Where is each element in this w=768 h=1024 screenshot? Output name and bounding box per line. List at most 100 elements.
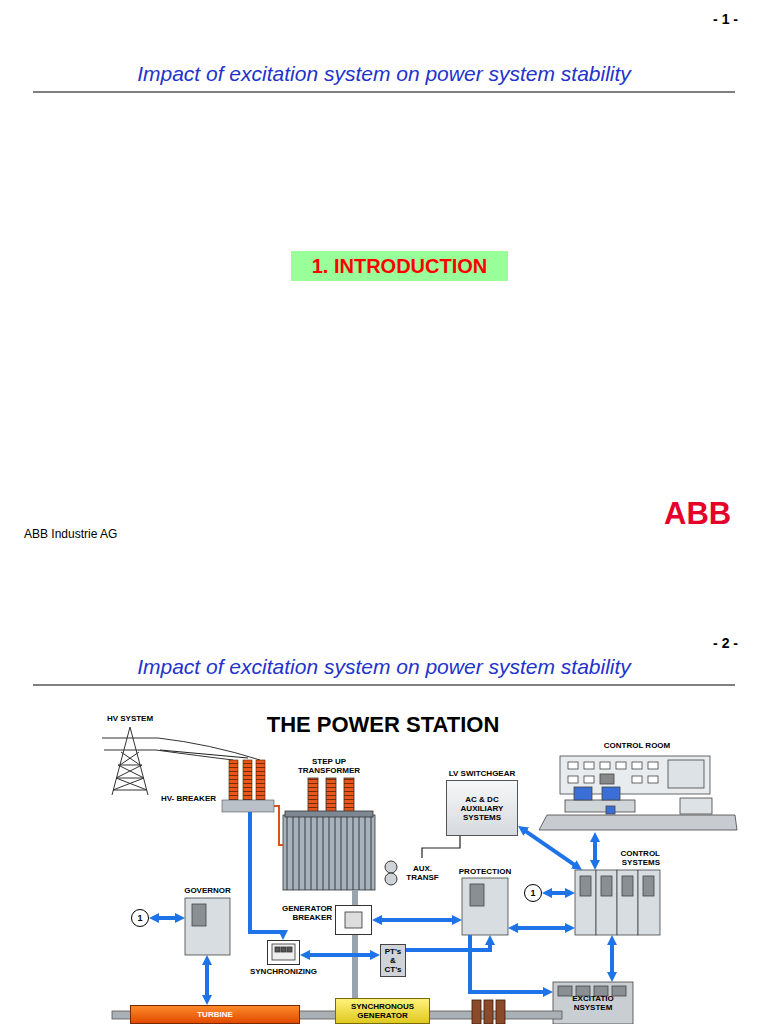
control-room [600, 774, 614, 784]
shape-label: CONTROL ROOM [604, 741, 671, 750]
signal-arrow [378, 918, 456, 922]
cabinet [601, 876, 612, 896]
box-text: 1 [137, 914, 142, 923]
control-room [680, 798, 712, 814]
control-room [539, 756, 737, 830]
transmission-tower [156, 738, 260, 760]
control-room [668, 760, 704, 788]
header-rule [33, 92, 735, 93]
exciter [472, 1000, 481, 1024]
aux-transformer-coil [385, 873, 397, 885]
transmission-tower [102, 727, 158, 795]
signal-arrow [593, 838, 597, 864]
breaker-symbol [345, 912, 362, 928]
cabinet [470, 884, 484, 906]
breaker-symbol [272, 944, 295, 960]
control-room [539, 815, 737, 830]
box-text: 1 [530, 889, 535, 898]
cabinet [575, 870, 596, 935]
shape-label: CONTROL SYSTEMS [610, 849, 660, 867]
box-text: AUX. TRANSF [400, 864, 445, 882]
control-room [648, 762, 658, 769]
page-number: - 2 - [680, 636, 738, 651]
conductor-line [274, 806, 283, 845]
hv-breaker-insulators [243, 760, 252, 800]
control-room [584, 776, 594, 783]
transformer [326, 778, 336, 814]
page-number: - 1 - [680, 12, 738, 27]
cabinet [638, 870, 660, 935]
company-name: ABB Industrie AG [24, 528, 117, 541]
conductor-line [422, 836, 460, 858]
conductor-line [352, 935, 358, 998]
box-text: SYNCHRONOUS GENERATOR [336, 1002, 429, 1020]
callout-number: 1 [524, 884, 542, 902]
signal-arrow [406, 941, 490, 950]
hv-breaker-insulators [229, 760, 238, 800]
switchgear-box: LV SWITCHGEARAC & DC AUXILIARY SYSTEMS [446, 780, 518, 836]
excitation-cabinet: EXCITATIO NSYSTEM [553, 982, 633, 1024]
conductor-line [160, 750, 248, 758]
aux-transformer-coil [385, 861, 397, 873]
control-room: CONTROL ROOM [537, 752, 737, 832]
shape-label: STEP UP TRANSFORMER [294, 757, 364, 775]
control-room [568, 762, 578, 769]
shape-label: HV SYSTEM [107, 714, 153, 723]
synchronizing-unit: SYNCHRONIZING [267, 940, 300, 965]
cabinet [612, 986, 626, 996]
aux-transformer: AUX. TRANSF [400, 858, 445, 888]
signal-arrow [548, 891, 569, 895]
box-text: EXCITATIO NSYSTEM [553, 994, 633, 1012]
exciter [472, 1000, 505, 1024]
cabinet [622, 876, 633, 896]
control-room [606, 806, 615, 814]
control-room [632, 762, 642, 769]
shape-label: SYNCHRONIZING [250, 967, 317, 976]
shape-label: LV SWITCHGEAR [449, 769, 516, 778]
hv-breaker-insulators [222, 760, 274, 812]
breaker-symbol [281, 947, 286, 952]
cabinet [462, 878, 508, 935]
control-room [602, 787, 620, 800]
cabinet [596, 870, 617, 935]
control-room [616, 762, 626, 769]
cabinet [185, 898, 230, 955]
header-rule [33, 685, 735, 686]
transformer [285, 811, 373, 817]
transformer [283, 815, 375, 890]
cabinet [558, 986, 572, 996]
cabinet [643, 876, 654, 896]
exciter [496, 1000, 505, 1024]
control-room [574, 787, 592, 800]
box-text: PT's & CT's [382, 947, 404, 974]
box-text: 1. INTRODUCTION [312, 255, 488, 277]
control-room [568, 776, 578, 783]
control-room [584, 762, 594, 769]
box-text: TURBINE [197, 1010, 233, 1019]
hv-breaker-insulators [222, 800, 274, 812]
transformer [344, 778, 354, 814]
signal-arrow [250, 812, 283, 934]
cabinet [580, 876, 591, 896]
box-text: AC & DC AUXILIARY SYSTEMS [450, 795, 514, 822]
slide-header: Impact of excitation system on power sys… [33, 62, 735, 85]
hv-system: HV SYSTEM [100, 725, 160, 795]
shape-label: GENERATOR BREAKER [282, 904, 332, 922]
governor-cabinet: GOVERNOR [185, 898, 230, 955]
aux-transformer-coil [385, 861, 397, 885]
header-rule [33, 92, 735, 685]
generator-breaker: GENERATOR BREAKER [335, 905, 372, 935]
cabinet [185, 870, 660, 1024]
hv-breaker-insulators [256, 760, 265, 800]
signal-arrow [610, 941, 614, 976]
signal-arrow [523, 829, 577, 866]
section-box: 1. INTRODUCTION [291, 251, 508, 281]
generator: SYNCHRONOUS GENERATOR [335, 998, 430, 1024]
shape-label: HV- BREAKER [161, 794, 216, 803]
slide-header: Impact of excitation system on power sys… [33, 655, 735, 678]
control-room [600, 762, 610, 769]
conductor-line [352, 890, 358, 905]
